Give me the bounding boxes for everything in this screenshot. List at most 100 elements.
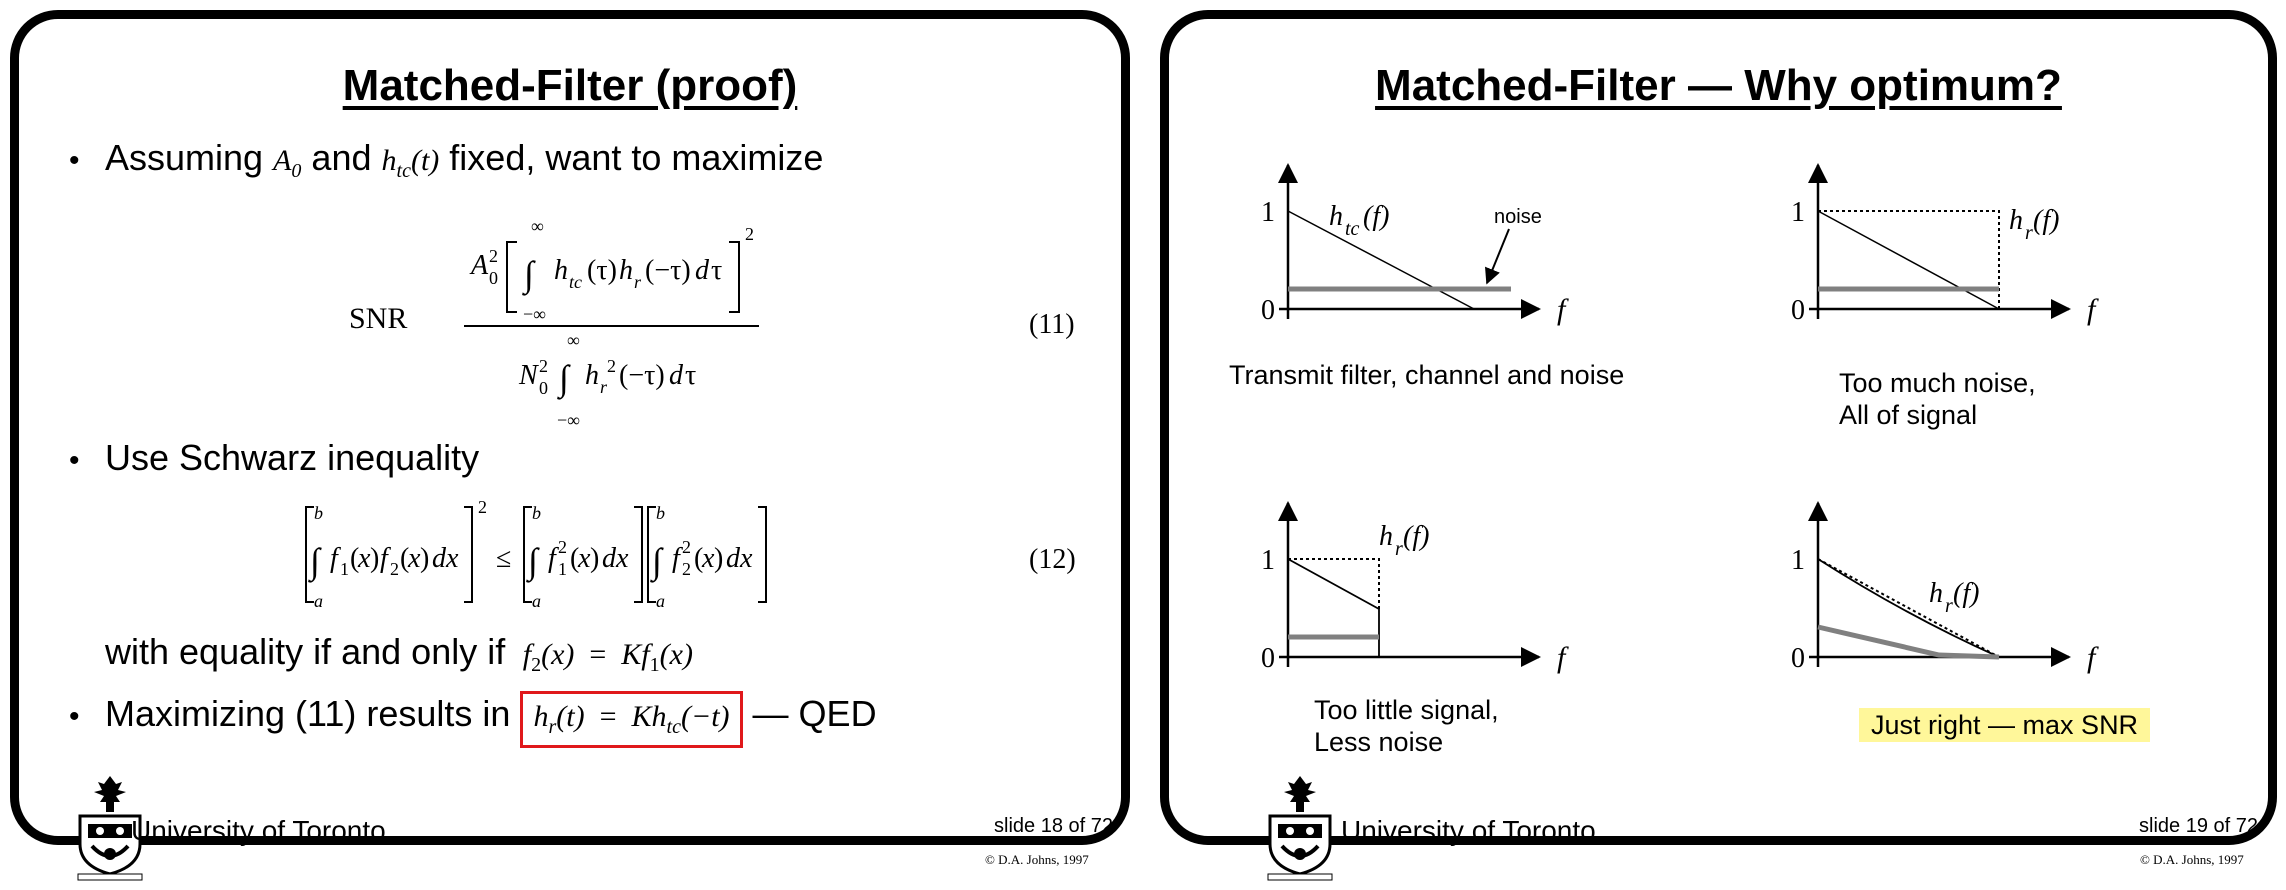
equation-number-11: (11) (1029, 309, 1075, 340)
bullet-assuming: •Assuming A0 and htc(t) fixed, want to m… (69, 137, 824, 182)
svg-text:f: f (1557, 293, 1569, 326)
svg-text:f: f (330, 543, 341, 574)
svg-text:(−τ): (−τ) (619, 360, 665, 391)
svg-text:1: 1 (1261, 197, 1275, 228)
bullet-dot-icon: • (69, 700, 80, 733)
svg-text:2: 2 (478, 497, 487, 517)
equation-number-12: (12) (1029, 544, 1076, 575)
svg-text:h: h (1379, 521, 1393, 552)
svg-text:(: ( (350, 543, 359, 574)
svg-text:2: 2 (390, 559, 399, 579)
svg-text:0: 0 (539, 378, 548, 398)
svg-text:2: 2 (558, 537, 567, 557)
svg-text:∫: ∫ (557, 358, 571, 400)
svg-text:d: d (669, 360, 684, 391)
svg-text:∞: ∞ (531, 216, 544, 236)
svg-text:r: r (600, 377, 608, 397)
svg-text:∞: ∞ (567, 330, 580, 350)
svg-text:1: 1 (558, 559, 567, 579)
svg-text:): ) (370, 543, 379, 574)
htc-curve (1287, 210, 1475, 310)
svg-text:2: 2 (682, 559, 691, 579)
svg-text:(: ( (570, 543, 579, 574)
svg-text:0: 0 (1791, 295, 1805, 326)
bullet-dot-icon: • (69, 144, 80, 177)
svg-text:b: b (532, 503, 541, 523)
svg-text:−∞: −∞ (523, 304, 546, 324)
university-crest-icon (77, 776, 143, 881)
svg-text:τ: τ (685, 360, 696, 391)
footer-university: University of Toronto (131, 815, 386, 846)
hr-curve (1818, 210, 2000, 309)
plot-too-little-signal: 1 0 f h r (f) (1261, 501, 1569, 674)
svg-text:h: h (1329, 201, 1343, 232)
svg-text:): ) (590, 543, 599, 574)
snr-equation: A 0 2 ∞ ∫ −∞ h tc (τ) h r (−τ) d τ 2 ∞ N… (464, 216, 759, 430)
svg-text:(f): (f) (2033, 205, 2059, 236)
svg-text:(: ( (400, 543, 409, 574)
svg-text:−∞: −∞ (557, 410, 580, 430)
svg-text:a: a (656, 591, 665, 611)
result-box: hr(t) = Khtc(−t) (520, 691, 743, 748)
svg-text:0: 0 (489, 268, 498, 288)
svg-text:a: a (532, 591, 541, 611)
bullet-dot-icon: • (69, 444, 80, 477)
svg-text:h: h (554, 255, 568, 286)
svg-text:(: ( (694, 543, 703, 574)
svg-text:(f): (f) (1403, 521, 1429, 552)
svg-text:2: 2 (607, 356, 616, 376)
svg-text:): ) (420, 543, 429, 574)
plot-transmit-filter: 1 0 f h tc (f) noise (1261, 163, 1569, 326)
svg-text:(f): (f) (1363, 201, 1389, 232)
svg-text:tc: tc (1345, 218, 1360, 240)
svg-text:dx: dx (602, 543, 629, 574)
hr-curve (1287, 558, 1380, 657)
svg-text:dx: dx (726, 543, 753, 574)
noise-label: noise (1494, 206, 1542, 228)
svg-text:1: 1 (1791, 545, 1805, 576)
svg-text:a: a (314, 591, 323, 611)
svg-text:h: h (2009, 205, 2023, 236)
svg-text:2: 2 (682, 537, 691, 557)
svg-text:(−τ): (−τ) (645, 255, 691, 286)
svg-text:f: f (2087, 293, 2099, 326)
svg-text:∫: ∫ (522, 254, 536, 296)
noise-arrow-icon (1485, 228, 1510, 285)
svg-text:τ: τ (711, 255, 722, 286)
plot-just-right: 1 0 f h r (f) (1791, 501, 2099, 674)
svg-text:h: h (1929, 578, 1943, 609)
svg-text:f: f (2087, 641, 2099, 674)
bullet-maximizing: •Maximizing (11) results in hr(t) = Khtc… (69, 691, 877, 748)
svg-text:r: r (634, 272, 642, 292)
svg-text:≤: ≤ (496, 543, 511, 574)
svg-text:f: f (672, 543, 683, 574)
university-crest-icon (1267, 776, 1333, 881)
svg-text:2: 2 (539, 356, 548, 376)
copyright-left: © D.A. Johns, 1997 (985, 852, 1089, 867)
plot3-caption: Too little signal, Less noise (1314, 695, 1499, 757)
svg-text:(τ): (τ) (587, 255, 617, 286)
svg-text:0: 0 (1791, 643, 1805, 674)
snr-label: SNR (349, 302, 408, 335)
svg-text:f: f (548, 543, 559, 574)
plot-too-much-noise: 1 0 f h r (f) (1791, 163, 2099, 326)
svg-text:x: x (357, 543, 371, 574)
equality-condition: with equality if and only if f2(x) = Kf1… (105, 631, 693, 676)
svg-text:x: x (577, 543, 591, 574)
copyright-right: © D.A. Johns, 1997 (2140, 852, 2244, 867)
plot1-caption: Transmit filter, channel and noise (1229, 360, 1625, 390)
svg-text:∫: ∫ (526, 541, 540, 583)
svg-text:f: f (380, 543, 391, 574)
bullet-schwarz: •Use Schwarz inequality (69, 437, 480, 478)
svg-text:b: b (656, 503, 665, 523)
svg-text:d: d (695, 255, 710, 286)
plot2-caption: Too much noise, All of signal (1839, 368, 2036, 430)
slide-number: slide 18 of 72 (994, 815, 1113, 837)
slide-18: Matched-Filter (proof) •Assuming A0 and … (10, 10, 1130, 881)
svg-text:r: r (1395, 538, 1403, 560)
svg-text:f: f (1557, 641, 1569, 674)
svg-text:x: x (407, 543, 421, 574)
slide-19: Matched-Filter — Why optimum? 1 0 f h tc… (1160, 10, 2277, 881)
svg-text:1: 1 (1261, 545, 1275, 576)
hr-curve (1817, 558, 2000, 658)
